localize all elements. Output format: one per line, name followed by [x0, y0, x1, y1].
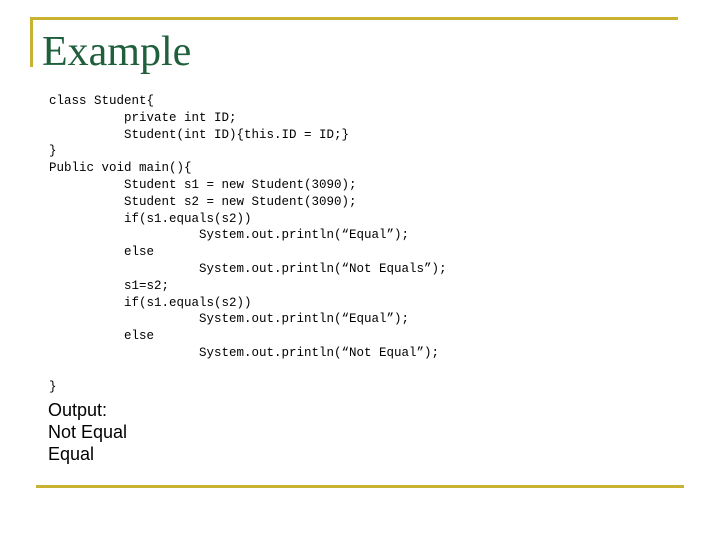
slide-title: Example [42, 29, 192, 75]
code-line: class Student{ [49, 94, 155, 108]
code-line: Student s2 = new Student(3090); [49, 194, 357, 209]
code-block: class Student{ private int ID; Student(i… [49, 93, 447, 395]
code-line: Student s1 = new Student(3090); [49, 177, 357, 192]
output-line: Equal [48, 444, 95, 464]
output-block: Output: Not Equal Equal [48, 399, 127, 465]
code-line: if(s1.equals(s2)) [49, 211, 252, 226]
code-line: Student(int ID){this.ID = ID;} [49, 127, 350, 142]
left-accent-rule [30, 17, 33, 67]
top-accent-rule [30, 17, 678, 20]
code-line: else [49, 245, 155, 260]
code-line: } [49, 379, 57, 394]
code-line: System.out.println(“Not Equal”); [49, 345, 440, 360]
code-line [49, 362, 447, 379]
code-line: Public void main(){ [49, 161, 192, 176]
code-line: System.out.println(“Equal”); [49, 228, 410, 243]
code-line: private int ID; [49, 110, 237, 125]
bottom-accent-rule [36, 485, 684, 488]
output-line: Not Equal [48, 422, 128, 442]
code-line: if(s1.equals(s2)) [49, 295, 252, 310]
code-line: System.out.println(“Equal”); [49, 312, 410, 327]
code-line: } [49, 144, 57, 159]
code-line: else [49, 329, 155, 344]
output-label: Output: [48, 400, 108, 420]
code-line: s1=s2; [49, 278, 170, 293]
code-line: System.out.println(“Not Equals”); [49, 261, 447, 276]
